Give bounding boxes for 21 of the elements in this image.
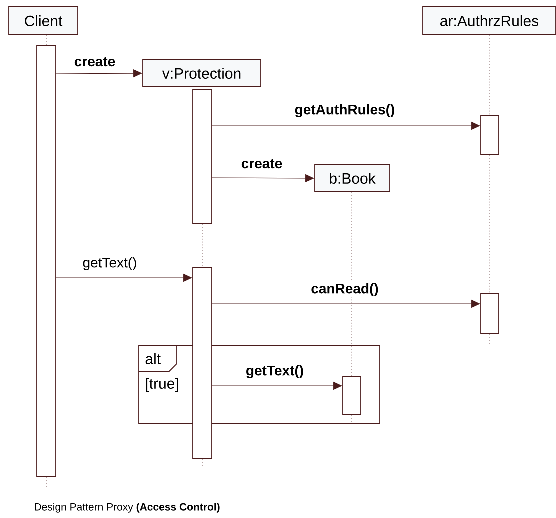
edge-label: getText() [82, 256, 138, 272]
lifeline [46, 477, 47, 489]
lifeline [46, 35, 47, 46]
activation-bar [192, 268, 212, 460]
edge-label: create [73, 56, 117, 68]
object-box: v:Protection [142, 60, 262, 88]
activation-bar [36, 46, 56, 478]
caption: Design Pattern Proxy (Access Control) [35, 503, 220, 513]
activation-bar [480, 294, 500, 334]
activation-bar [192, 90, 212, 224]
edge-label: getAuthRules() [294, 103, 396, 119]
edge-label: create [240, 158, 284, 170]
object-box: ar:AuthrzRules [422, 6, 556, 36]
object-box: b:Book [314, 164, 390, 192]
activation-bar [480, 116, 500, 156]
edge-label: getText() [244, 364, 306, 380]
activation-bar [342, 376, 362, 416]
object-box: Client [8, 6, 78, 36]
lifeline [202, 224, 203, 268]
edge-label: canRead() [310, 282, 380, 298]
lifeline [202, 459, 203, 469]
